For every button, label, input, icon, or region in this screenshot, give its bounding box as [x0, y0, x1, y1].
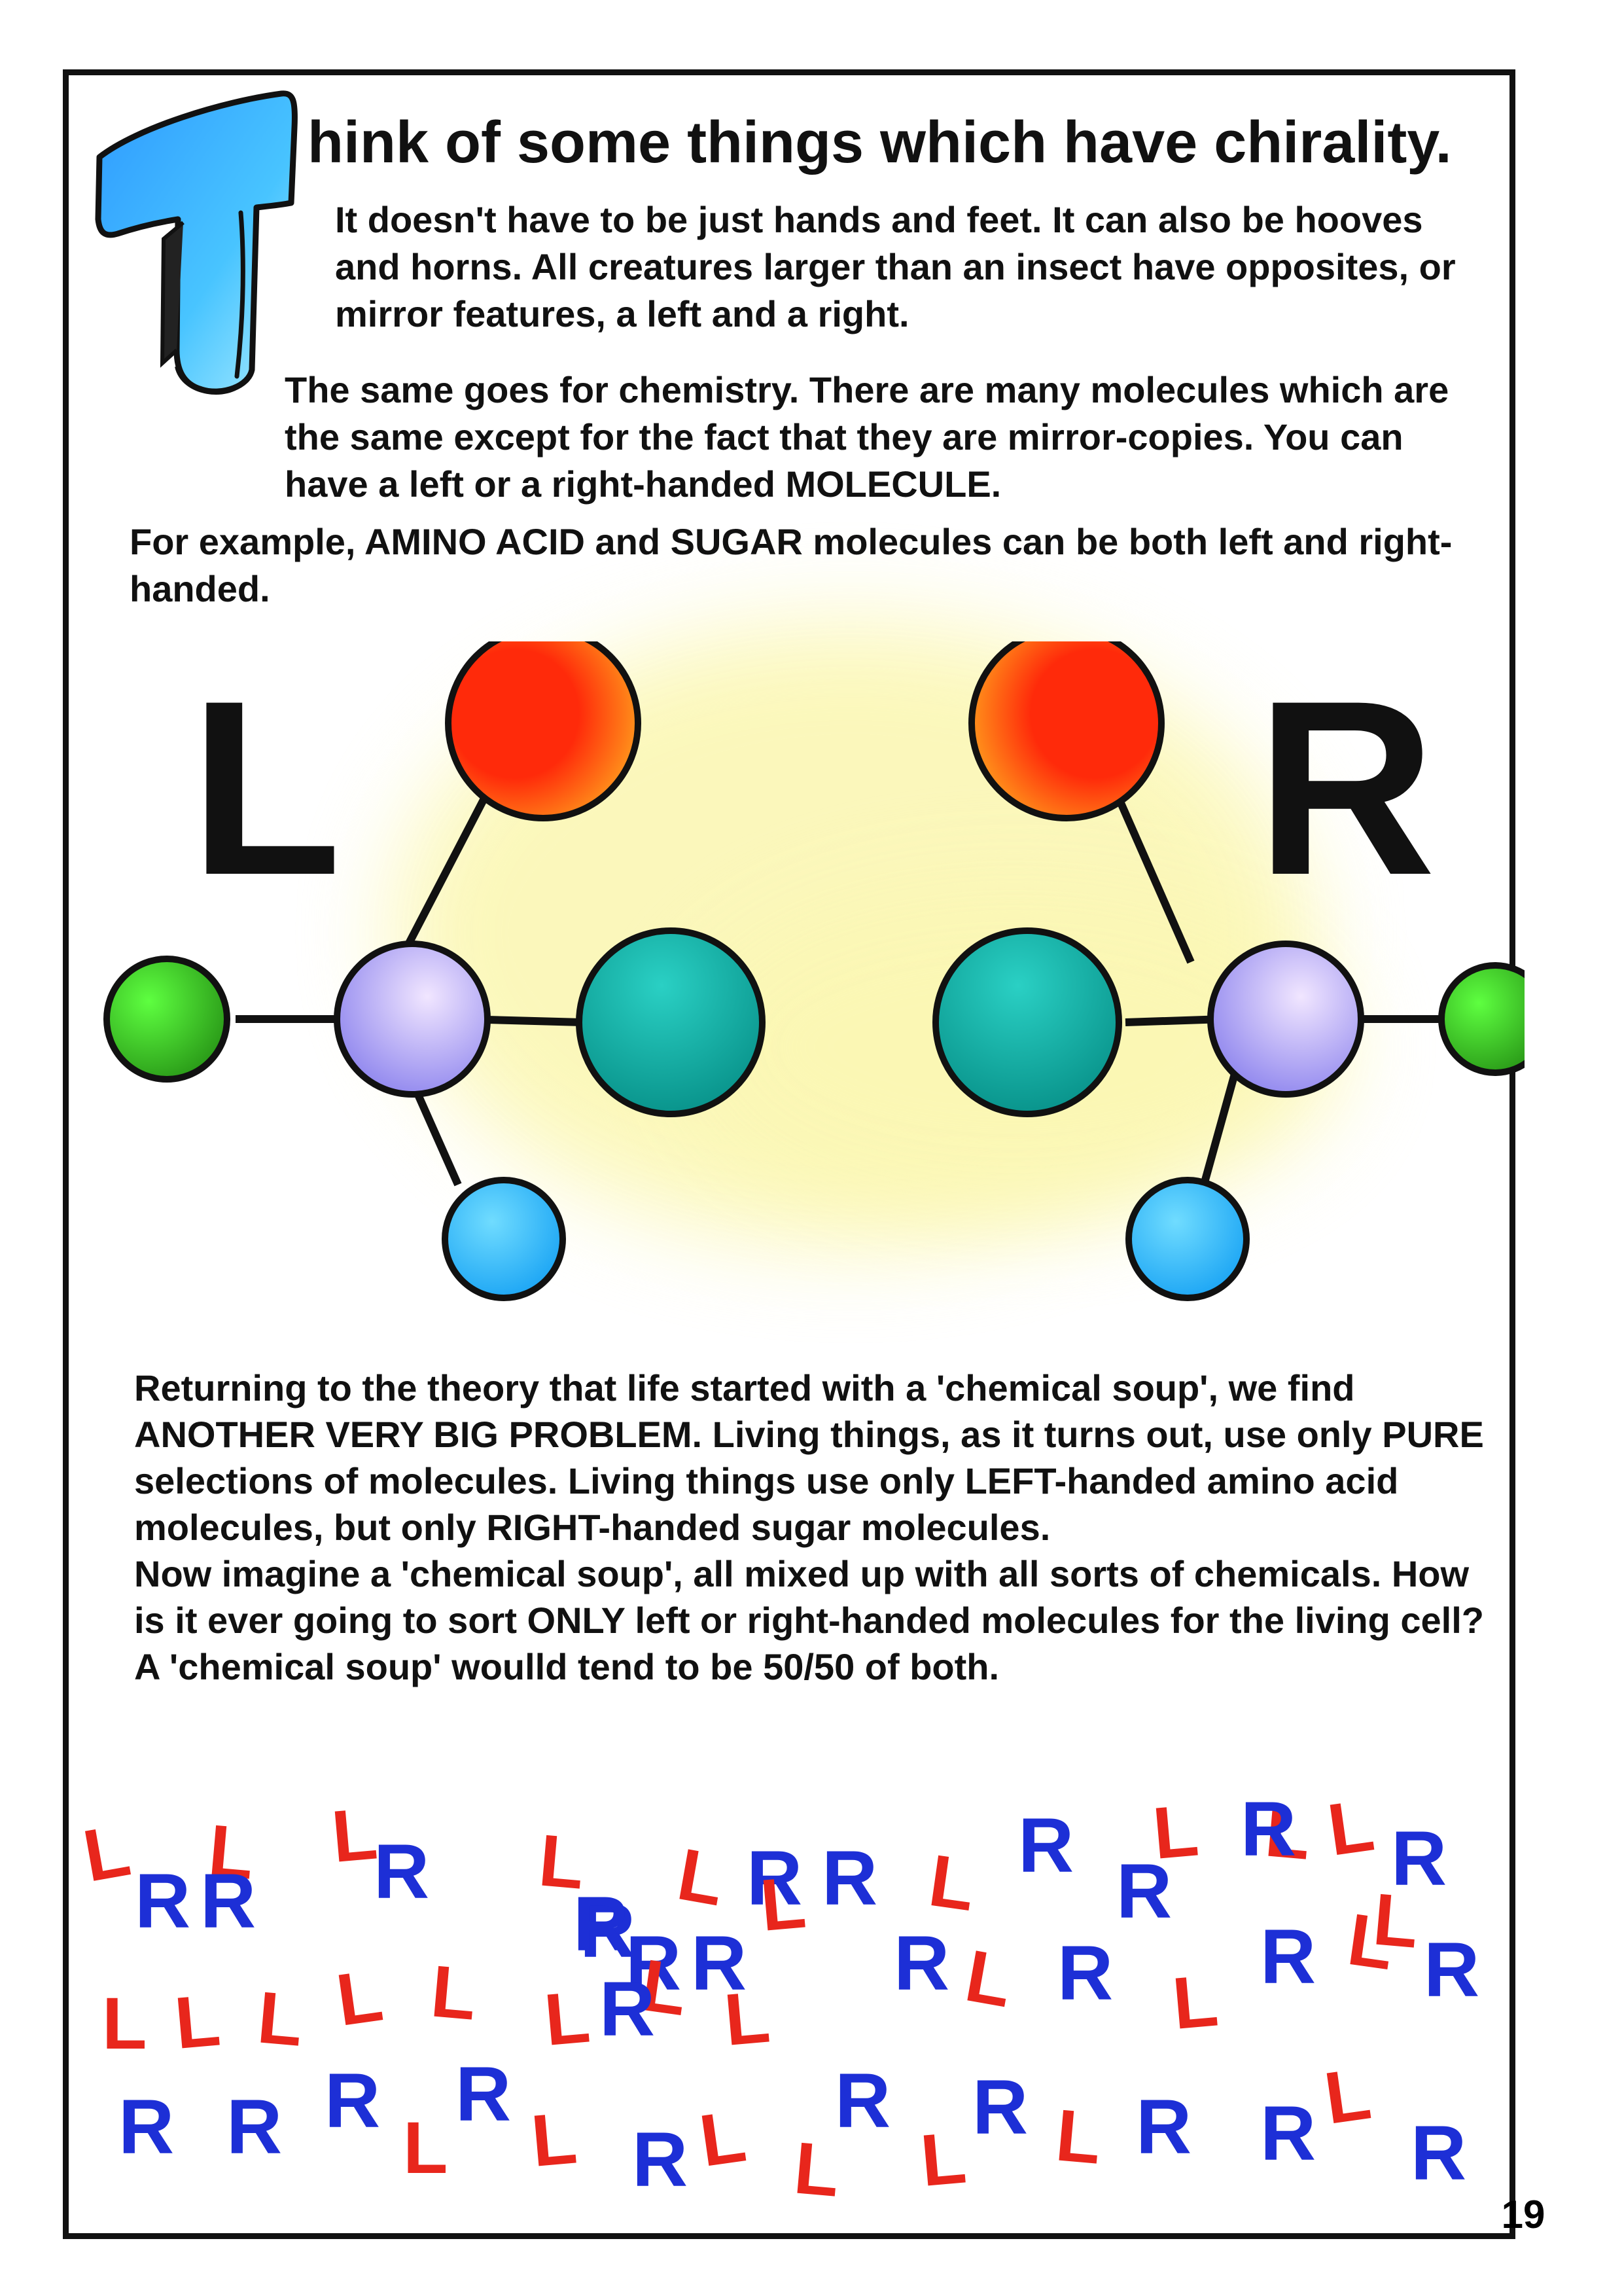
letter-r: R	[200, 1858, 256, 1945]
letter-l: L	[403, 2107, 448, 2189]
letter-l: L	[1262, 1789, 1314, 1874]
letter-r: R	[1424, 1927, 1479, 2013]
red-atom	[445, 641, 641, 821]
letter-l: L	[960, 1935, 1018, 2023]
letter-r: R	[135, 1858, 190, 1945]
letter-l: L	[695, 2094, 750, 2181]
intro-paragraph: It doesn't have to be just hands and fee…	[335, 199, 1456, 334]
problem-section: Returning to the theory that life starte…	[134, 1365, 1495, 1690]
letter-r: R	[1057, 1930, 1113, 2017]
letter-r: R	[1018, 1803, 1074, 1889]
letter-r: R	[1391, 1816, 1447, 1902]
letter-l: L	[536, 1819, 588, 1904]
letter-l: L	[1150, 1789, 1201, 1874]
page-heading: hink of some things which have chirality…	[308, 110, 1452, 175]
letter-l: L	[721, 1975, 773, 2060]
letter-r: R	[226, 2084, 282, 2170]
letter-r: R	[1260, 2090, 1316, 2177]
letter-l: L	[1343, 1898, 1399, 1985]
problem-paragraph: Returning to the theory that life starte…	[134, 1367, 1484, 1548]
letter-r: R	[580, 1888, 635, 1974]
ratio-paragraph: A 'chemical soup' woulld tend to be 50/5…	[134, 1646, 1000, 1687]
letter-l: L	[1370, 1878, 1422, 1963]
letter-l: L	[77, 1809, 135, 1897]
letter-r: R	[325, 2058, 380, 2144]
letter-l: L	[255, 1976, 306, 2061]
letter-r: R	[1260, 1914, 1316, 2000]
blue-atom	[1125, 1177, 1250, 1301]
chemistry-paragraph: The same goes for chemistry. There are m…	[285, 369, 1449, 505]
green-atom	[103, 956, 230, 1083]
letter-l: L	[541, 1975, 593, 2060]
letter-l: L	[205, 1809, 257, 1894]
teal-atom	[932, 927, 1122, 1117]
drop-cap-t	[95, 90, 298, 395]
letter-r: R	[118, 2084, 174, 2170]
letter-l: L	[1053, 2094, 1104, 2179]
right-label: R	[1256, 649, 1436, 927]
letter-l: L	[171, 1979, 223, 2064]
letter-r: R	[374, 1829, 429, 1915]
letter-l: L	[102, 1982, 147, 2064]
letter-l: L	[1323, 1784, 1379, 1871]
center-atom	[1207, 941, 1364, 1098]
page-number: 19	[1501, 2193, 1545, 2236]
letter-r: R	[632, 2117, 688, 2203]
letter-l: L	[672, 1833, 730, 1922]
letter-l: L	[328, 1792, 380, 1877]
letter-r: R	[1116, 1848, 1172, 1935]
right-handed-molecule: R	[932, 641, 1525, 1301]
letter-l: L	[925, 1839, 980, 1926]
letter-l: L	[1169, 1959, 1221, 2044]
example-paragraph: For example, AMINO ACID and SUGAR molecu…	[130, 521, 1453, 609]
letter-r: R	[1411, 2110, 1466, 2197]
letter-l: L	[917, 2116, 969, 2201]
letter-l: L	[332, 1954, 387, 2041]
letter-r: R	[573, 1881, 629, 1967]
teal-atom	[576, 927, 766, 1117]
chirality-molecules: L R	[103, 641, 1525, 1301]
page-border	[63, 69, 1515, 2239]
letter-r: R	[691, 1920, 747, 2007]
letter-l: L	[428, 1950, 480, 2035]
letter-r: R	[599, 1966, 655, 2053]
red-atom	[968, 641, 1165, 821]
letter-r: R	[835, 2058, 891, 2144]
letter-r: R	[626, 1920, 681, 2007]
letter-l: L	[528, 2096, 580, 2181]
letter-r: R	[894, 1920, 949, 2007]
letter-r: R	[972, 2064, 1028, 2151]
letter-l: L	[791, 2126, 843, 2212]
left-handed-molecule: L	[103, 641, 766, 1301]
letter-r: R	[1136, 2084, 1192, 2170]
left-label: L	[190, 649, 342, 927]
soup-paragraph: Now imagine a 'chemical soup', all mixed…	[134, 1553, 1484, 1641]
letter-l: L	[1320, 2052, 1375, 2139]
letter-r: R	[455, 2051, 511, 2138]
letter-r: R	[822, 1835, 877, 1922]
letter-r: R	[747, 1835, 802, 1922]
center-atom	[334, 941, 491, 1098]
letter-r: R	[1241, 1786, 1296, 1873]
letter-l: L	[757, 1861, 809, 1946]
green-atom	[1438, 962, 1525, 1076]
blue-atom	[442, 1177, 566, 1301]
